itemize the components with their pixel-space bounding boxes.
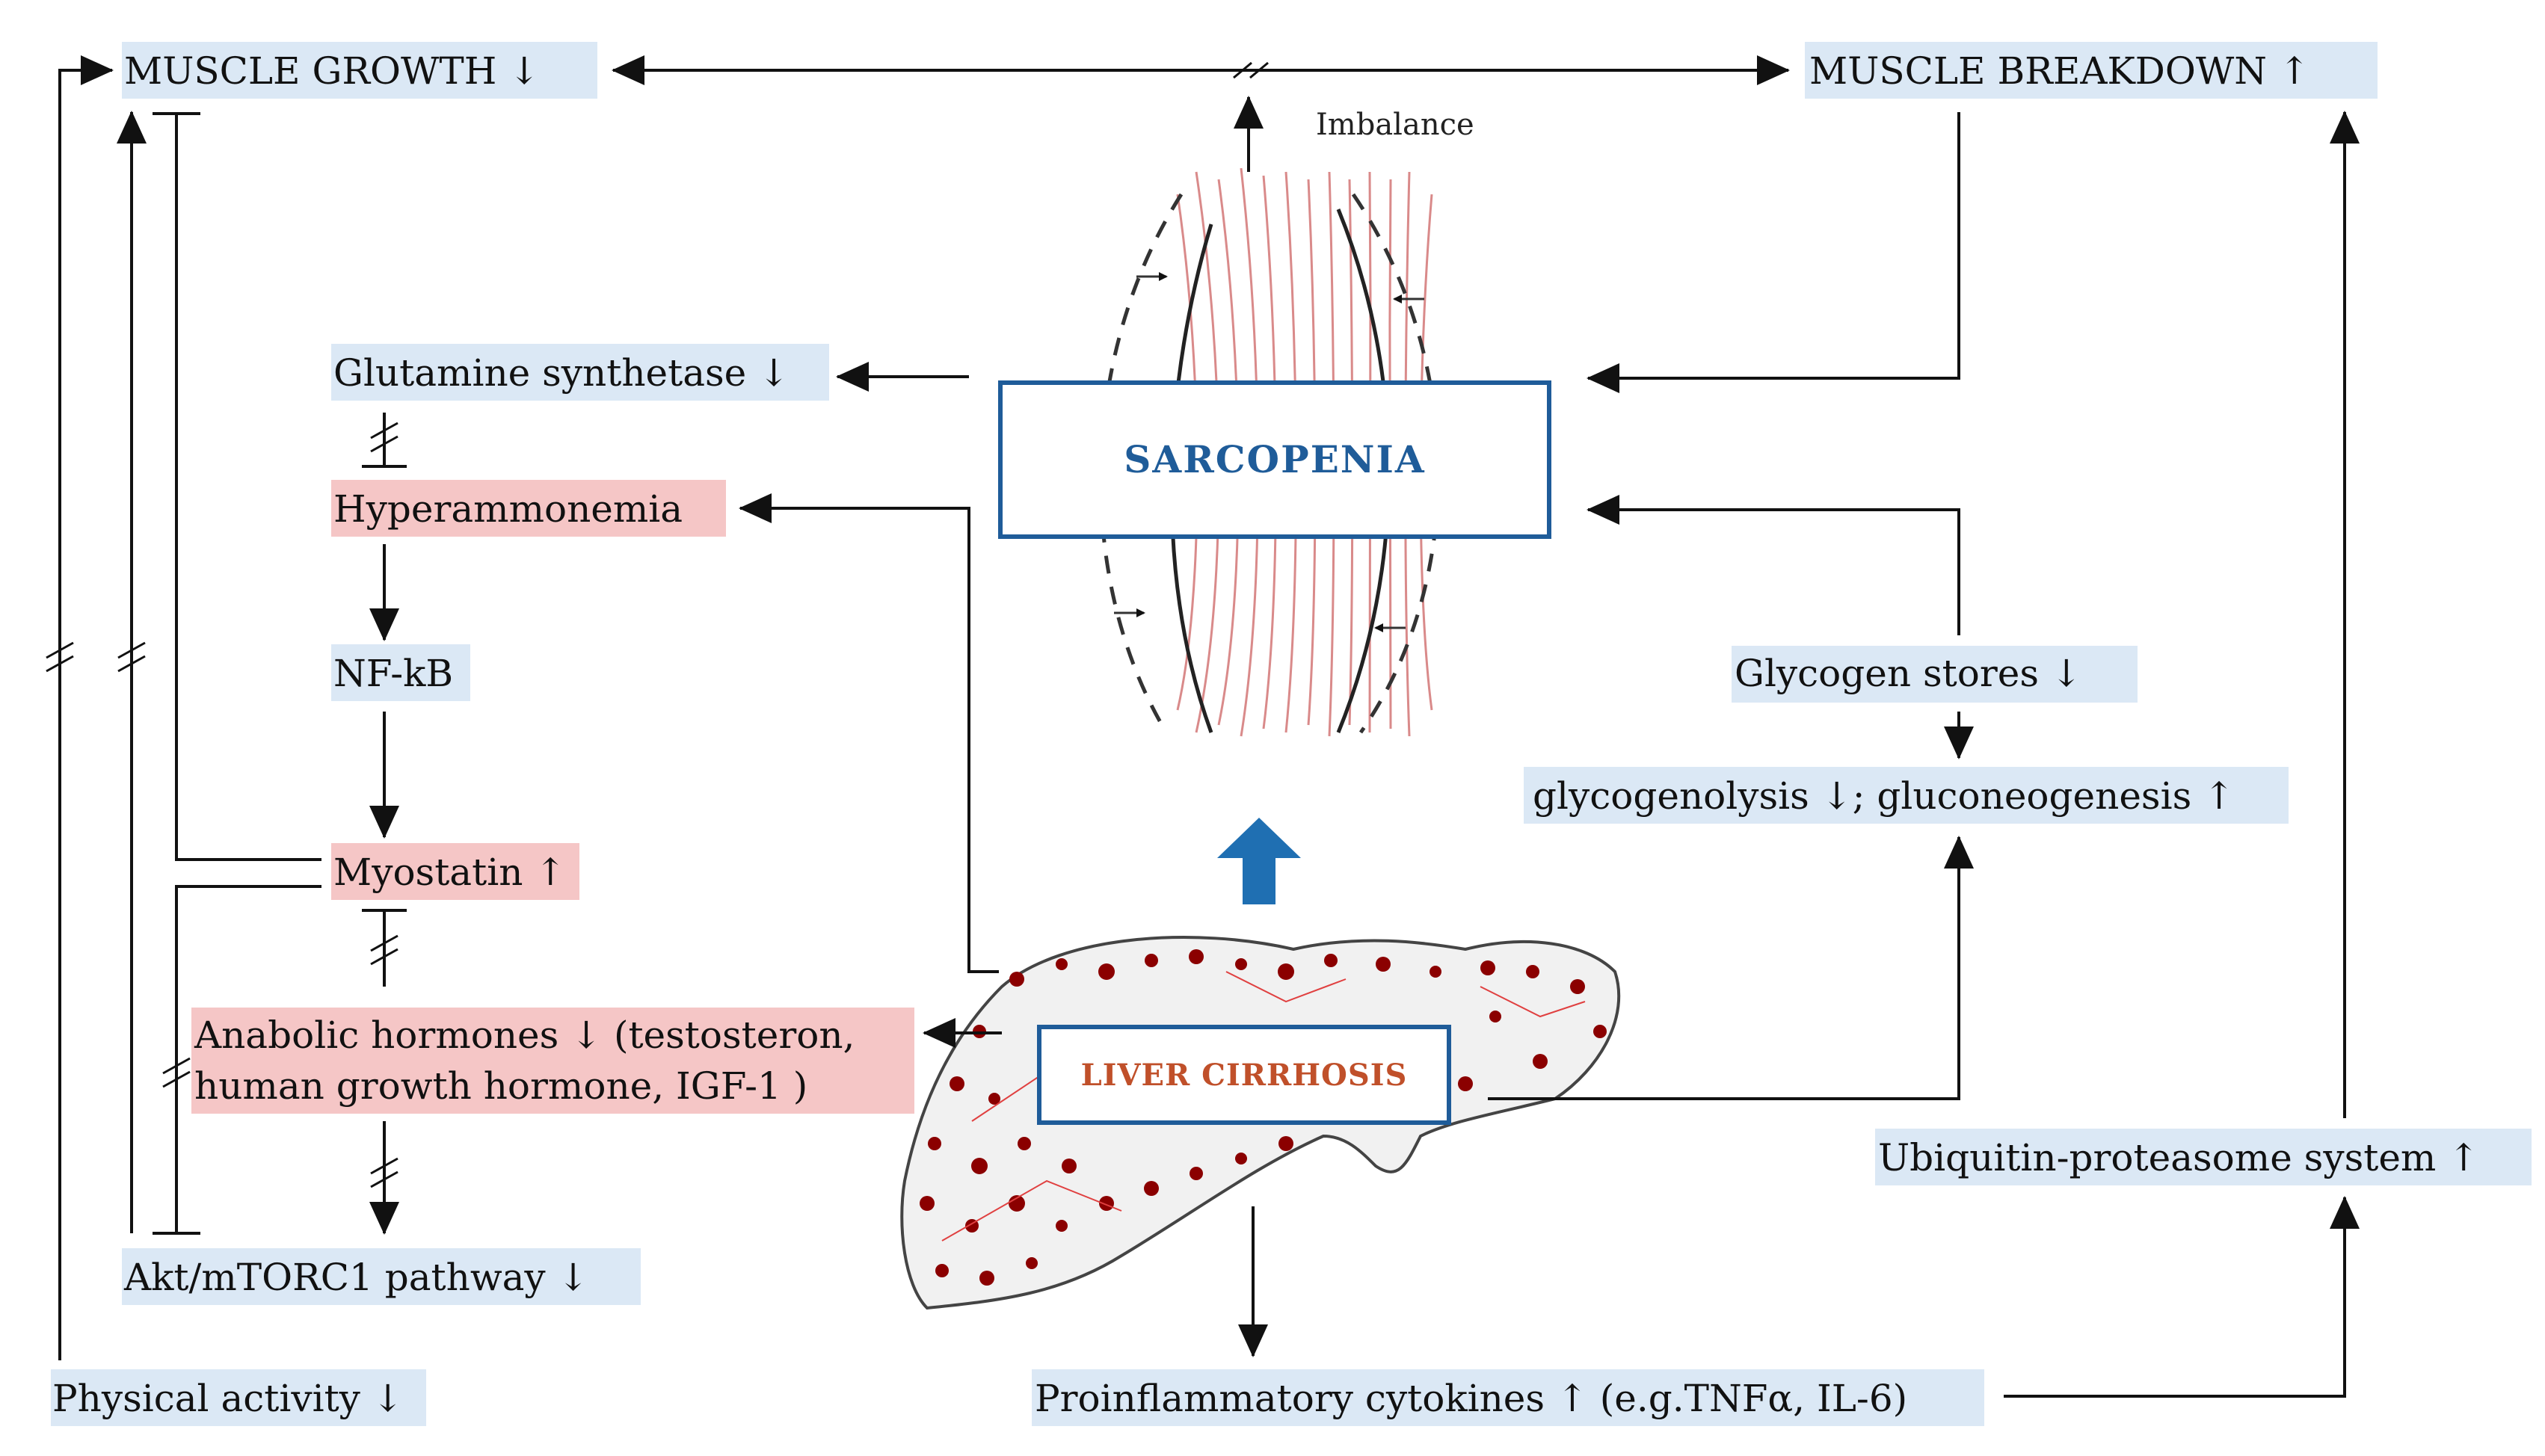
cytokines-label: Proinflammatory cytokines ↑ (e.g.TNFα, I…: [1035, 1377, 1907, 1420]
cytokines-to-ubiquitin-arrow: [2004, 1196, 2360, 1398]
imbalance-label: Imbalance: [1316, 108, 1474, 142]
myostatin-label: Myostatin ↑: [333, 851, 566, 894]
hyperammonemia-label: Hyperammonemia: [333, 487, 683, 531]
liver-cirrhosis-label: LIVER CIRRHOSIS: [1081, 1058, 1408, 1093]
glycogenolysis-label: glycogenolysis ↓; gluconeogenesis ↑: [1533, 774, 2235, 818]
liver-cirrhosis-box: [1037, 1025, 1451, 1125]
myostatin-inhibits-growth: [175, 114, 321, 861]
sarcopenia-label: SARCOPENIA: [1124, 437, 1425, 481]
activity-to-growth-arrow: [58, 55, 114, 1360]
physical-activity-label: Physical activity ↓: [52, 1377, 404, 1420]
nfkb-label: NF-kB: [333, 652, 453, 695]
breakdown-to-sarcopenia-arrow: [1587, 112, 1960, 393]
muscle-growth-label: MUSCLE GROWTH ↓: [124, 49, 540, 93]
muscle-breakdown-label: MUSCLE BREAKDOWN ↑: [1809, 49, 2310, 93]
glycogen-label: Glycogen stores ↓: [1735, 652, 2082, 695]
sarcopenia-box: [998, 380, 1551, 539]
myostatin-inhibits-akt: [175, 885, 321, 1233]
liver-to-glycogenolysis-arrow: [1488, 836, 1974, 1100]
ubiquitin-label: Ubiquitin-proteasome system ↑: [1878, 1136, 2479, 1179]
liver-to-hyperammonemia-arrow: [739, 493, 999, 973]
anabolic-label-line2: human growth hormone, IGF-1 ): [194, 1064, 807, 1108]
glutamine-label: Glutamine synthetase ↓: [333, 351, 790, 395]
glycogen-to-sarcopenia-arrow: [1587, 495, 1960, 635]
anabolic-label-line1: Anabolic hormones ↓ (testosteron,: [194, 1014, 855, 1057]
akt-label: Akt/mTORC1 pathway ↓: [123, 1256, 588, 1299]
